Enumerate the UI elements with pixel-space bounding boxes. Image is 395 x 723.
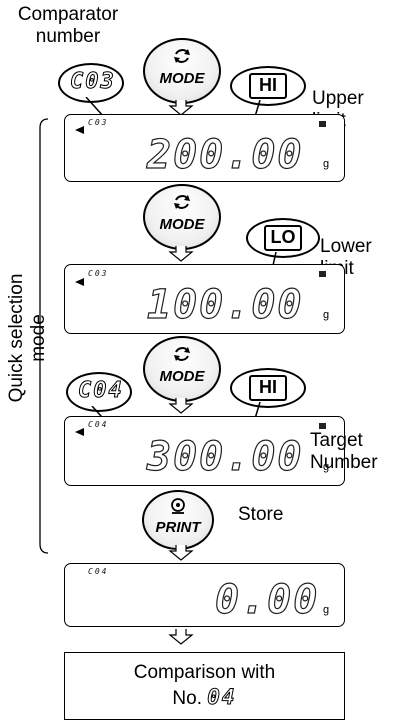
result-number: 04 <box>207 685 237 710</box>
lo-bubble: LO <box>246 218 320 258</box>
mark-arrow-icon <box>75 428 84 436</box>
display-comparator-code: C04 <box>88 567 109 576</box>
display-value: 300.00 <box>146 434 304 480</box>
refresh-icon <box>174 347 190 361</box>
display-unit: g <box>323 461 330 473</box>
weighing-display-4: C04 0.00 g <box>64 563 345 627</box>
refresh-icon <box>174 195 190 209</box>
quick-selection-bracket <box>39 118 49 554</box>
display-value: 200.00 <box>146 132 304 178</box>
quick-selection-mode-label: Quick selection mode <box>6 273 49 403</box>
refresh-icon <box>174 49 190 63</box>
display-value: 100.00 <box>146 282 304 328</box>
display-unit: g <box>323 158 330 170</box>
down-arrow-icon <box>168 545 194 561</box>
display-comparator-code: C03 <box>88 118 109 127</box>
hi-bubble: HI <box>230 368 306 408</box>
result-line1: Comparison with <box>133 662 276 683</box>
mode-key-label: MODE <box>159 70 205 87</box>
comparator-number-label: Comparator number <box>8 4 128 48</box>
display-unit: g <box>323 309 330 321</box>
display-value: 0.00 <box>214 577 320 623</box>
hi-indicator-icon: HI <box>249 73 287 99</box>
hi-display-icon <box>319 423 326 429</box>
weighing-display-1: C03 200.00 g <box>64 114 345 182</box>
hi-indicator-icon: HI <box>249 375 287 401</box>
hi-bubble: HI <box>230 66 306 106</box>
mode-key[interactable]: MODE <box>143 336 221 402</box>
target-icon <box>171 498 185 514</box>
hi-display-icon <box>319 121 326 127</box>
comparator-label-line2: number <box>35 26 101 47</box>
down-arrow-icon <box>168 629 194 645</box>
lo-display-icon <box>319 271 326 277</box>
mode-key[interactable]: MODE <box>143 38 221 104</box>
store-label: Store <box>238 504 284 525</box>
comparator-c03-text: C03 <box>70 69 116 95</box>
result-line2: No. 04 <box>65 684 344 712</box>
bubble-pointer <box>85 97 105 118</box>
lower-limit-line1: Lower <box>320 236 372 257</box>
target-number-label: Target Number <box>310 430 378 474</box>
comparison-result-box: Comparison with No. 04 <box>64 652 345 720</box>
mark-arrow-icon <box>75 278 84 286</box>
display-comparator-code: C04 <box>88 420 109 429</box>
print-key[interactable]: PRINT <box>142 490 214 550</box>
comparator-c04-text: C04 <box>78 378 124 404</box>
result-no-label: No. <box>172 688 202 709</box>
upper-limit-line1: Upper <box>312 88 364 109</box>
down-arrow-icon <box>168 246 194 262</box>
comparator-c03-bubble: C03 <box>58 63 124 103</box>
weighing-display-3: C04 300.00 g <box>64 416 345 486</box>
target-number-line1: Target <box>310 430 363 451</box>
weighing-display-2: C03 100.00 g <box>64 264 345 334</box>
lo-indicator-icon: LO <box>264 225 302 251</box>
mode-key-label: MODE <box>159 216 205 233</box>
mark-arrow-icon <box>75 126 84 134</box>
mode-key[interactable]: MODE <box>143 184 221 250</box>
down-arrow-icon <box>168 398 194 414</box>
display-comparator-code: C03 <box>88 269 109 278</box>
mode-key-label: MODE <box>159 368 205 385</box>
comparator-label-line1: Comparator <box>17 4 119 25</box>
comparator-c04-bubble: C04 <box>66 372 132 412</box>
display-unit: g <box>323 604 330 616</box>
print-key-label: PRINT <box>155 519 201 536</box>
target-number-line2: Number <box>310 452 378 473</box>
